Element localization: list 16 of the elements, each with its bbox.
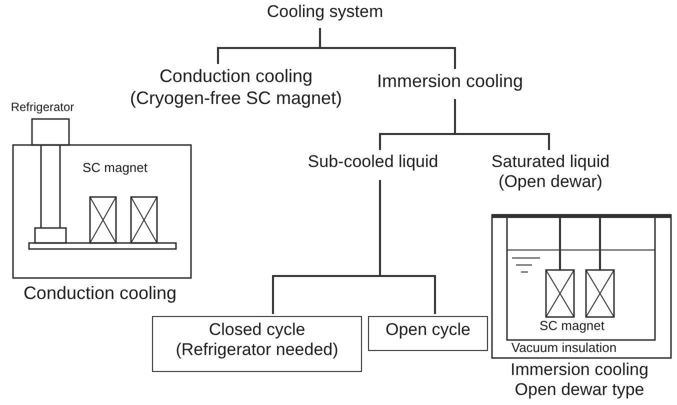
figure-caption: Conduction cooling	[22, 283, 178, 304]
figure-caption: Open dewar type	[514, 380, 646, 400]
part-label: SC magnet	[538, 318, 606, 333]
part-label: SC magnet	[81, 160, 149, 175]
part-label: Refrigerator	[10, 100, 76, 114]
connector-line	[379, 180, 436, 314]
part-label: Vacuum insulation	[510, 340, 618, 355]
process-box: Open cycle	[368, 316, 488, 351]
category-label: Immersion cooling	[355, 71, 545, 93]
category-label: Conduction cooling (Cryogen-free SC magnet)	[122, 66, 350, 110]
category-label: Sub-cooled liquid	[288, 152, 458, 172]
process-box: Closed cycle (Refrigerator needed)	[152, 316, 362, 372]
connector-line	[454, 99, 550, 150]
heading-text: Cooling system	[250, 2, 400, 22]
category-label: Saturated liquid (Open dewar)	[468, 152, 633, 193]
figure-caption: Immersion cooling	[510, 360, 650, 380]
